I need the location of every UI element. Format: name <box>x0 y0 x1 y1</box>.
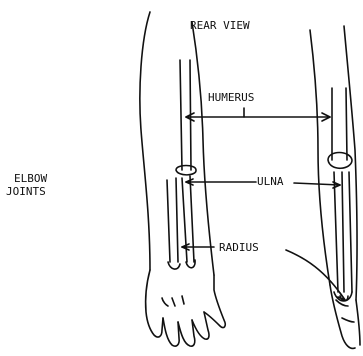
humerus-arrow <box>186 108 330 121</box>
right-ulna-radius-bones <box>334 172 352 301</box>
radius-label: RADIUS <box>219 242 259 254</box>
humerus-label: HUMERUS <box>208 92 254 104</box>
right-humerus-bone <box>328 88 352 168</box>
ulna-label: ULNA <box>257 176 284 188</box>
elbow-joints-label-line2: JOINTS <box>6 186 46 198</box>
view-title: REAR VIEW <box>190 20 250 32</box>
left-ulna-radius-bones <box>167 176 195 269</box>
elbow-joints-label-line1: ELBOW <box>14 173 47 185</box>
radius-leader-lines <box>182 244 345 300</box>
